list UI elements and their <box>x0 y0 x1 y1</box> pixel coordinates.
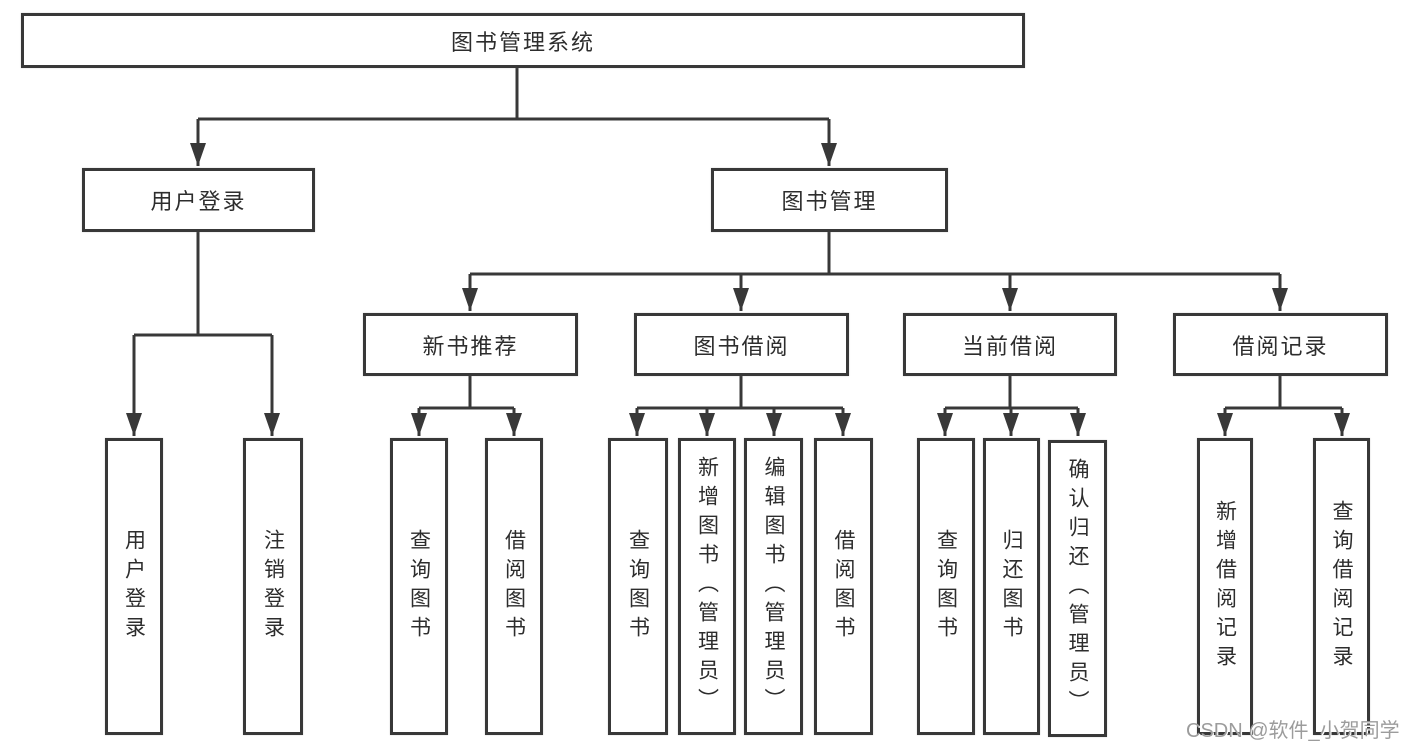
node-root: 图书管理系统 <box>21 13 1025 68</box>
node-label: 注销登录 <box>261 528 285 645</box>
node-label: 查询图书 <box>407 528 431 645</box>
node-label: 归还图书 <box>1000 528 1023 645</box>
node-label: 新增借阅记录 <box>1213 499 1237 674</box>
node-book-mgmt: 图书管理 <box>711 168 948 232</box>
node-leaf-bb-edit-books-admin: 编辑图书（管理员） <box>744 438 803 735</box>
node-label: 查询借阅记录 <box>1330 499 1353 674</box>
node-book-borrow: 图书借阅 <box>634 313 849 376</box>
node-label: 编辑图书（管理员） <box>762 456 785 717</box>
node-leaf-logout: 注销登录 <box>243 438 303 735</box>
node-label: 当前借阅 <box>961 333 1058 359</box>
node-label: 确认归还（管理员） <box>1066 458 1089 719</box>
node-borrow-records: 借阅记录 <box>1173 313 1388 376</box>
csdn-watermark: CSDN @软件_小贺同学 <box>1186 720 1400 742</box>
node-leaf-br-query-record: 查询借阅记录 <box>1313 438 1370 735</box>
node-label: 新增图书（管理员） <box>695 456 719 717</box>
connector-book-mgmt-children <box>462 232 1288 311</box>
node-leaf-cb-confirm-return-admin: 确认归还（管理员） <box>1048 440 1107 737</box>
node-leaf-bb-borrow-books: 借阅图书 <box>814 438 873 735</box>
node-leaf-cb-query-books: 查询图书 <box>917 438 975 735</box>
connector-user-login-children <box>126 232 280 436</box>
node-leaf-br-add-record: 新增借阅记录 <box>1197 438 1253 735</box>
node-label: 查询图书 <box>626 528 650 645</box>
node-new-book-rec: 新书推荐 <box>363 313 578 376</box>
connector-borrow-records-children <box>1217 376 1350 436</box>
node-label: 查询图书 <box>934 528 958 645</box>
node-label: 新书推荐 <box>422 333 519 359</box>
node-label: 借阅记录 <box>1232 333 1329 359</box>
node-label: 借阅图书 <box>502 528 526 645</box>
node-leaf-bb-query-books: 查询图书 <box>608 438 668 735</box>
node-label: 图书管理 <box>781 189 878 214</box>
node-current-borrow: 当前借阅 <box>903 313 1117 376</box>
node-leaf-user-login: 用户登录 <box>105 438 163 735</box>
node-leaf-bb-add-books-admin: 新增图书（管理员） <box>678 438 736 735</box>
node-label: 借阅图书 <box>832 528 855 645</box>
node-label: 图书管理系统 <box>450 29 595 55</box>
node-user-login: 用户登录 <box>82 168 315 232</box>
node-label: 用户登录 <box>122 528 146 645</box>
node-label: 用户登录 <box>150 189 247 214</box>
node-leaf-rec-borrow-books: 借阅图书 <box>485 438 543 735</box>
connector-book-borrow-children <box>629 376 851 436</box>
connector-new-book-rec-children <box>411 376 522 436</box>
node-label: 图书借阅 <box>693 333 790 359</box>
connector-current-borrow-children <box>937 376 1086 436</box>
node-leaf-cb-return-books: 归还图书 <box>983 438 1040 735</box>
node-leaf-rec-query-books: 查询图书 <box>390 438 448 735</box>
connector-root-to-level2 <box>190 68 837 166</box>
